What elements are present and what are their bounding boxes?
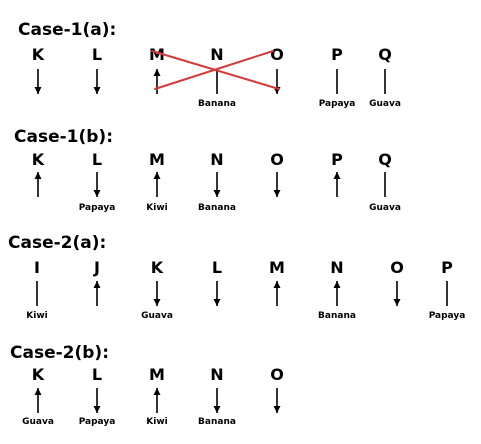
person-m: M Kiwi (146, 365, 167, 427)
case-title: Case-2(a): (8, 233, 106, 253)
cross-out-stroke (154, 50, 274, 90)
down-arrow-icon (93, 190, 101, 197)
fruit-label: Papaya (79, 203, 116, 213)
case-group: Case-1(a): K L M N Banana O P Papaya Q Guava (18, 20, 401, 109)
up-arrow-icon (93, 281, 101, 288)
down-arrow-icon (213, 190, 221, 197)
up-arrow-icon (34, 172, 42, 179)
person-n: N Banana (198, 45, 236, 109)
down-arrow-icon (93, 406, 101, 413)
person-letter: N (210, 150, 223, 169)
person-l: L (92, 45, 102, 94)
person-letter: K (32, 150, 45, 169)
person-letter: M (149, 45, 165, 64)
person-m: M (269, 258, 285, 306)
person-o: O (270, 150, 284, 197)
fruit-label: Banana (318, 311, 356, 321)
person-letter: I (34, 258, 40, 277)
person-letter: O (270, 150, 284, 169)
person-n: N Banana (198, 365, 236, 427)
up-arrow-icon (273, 281, 281, 288)
case-title: Case-2(b): (10, 343, 109, 363)
down-arrow-icon (393, 299, 401, 306)
person-l: L Papaya (79, 150, 116, 213)
person-l: L Papaya (79, 365, 116, 427)
fruit-label: Kiwi (26, 311, 47, 321)
person-k: K (32, 45, 45, 94)
down-arrow-icon (34, 87, 42, 94)
person-q: Q Guava (369, 150, 401, 213)
person-o: O (270, 365, 284, 413)
person-letter: J (93, 258, 100, 277)
person-k: K (32, 150, 45, 197)
person-letter: M (269, 258, 285, 277)
person-letter: N (210, 45, 223, 64)
up-arrow-icon (153, 388, 161, 395)
person-m: M (149, 45, 165, 94)
case-group: Case-2(b): K Guava L Papaya M Kiwi N Banana O (10, 343, 284, 427)
person-p: P Papaya (429, 258, 466, 321)
person-letter: L (92, 365, 102, 384)
up-arrow-icon (153, 69, 161, 76)
person-o: O (390, 258, 404, 306)
person-p: P Papaya (319, 45, 356, 109)
down-arrow-icon (153, 299, 161, 306)
fruit-label: Banana (198, 99, 236, 109)
person-letter: L (92, 45, 102, 64)
person-letter: O (270, 45, 284, 64)
fruit-label: Guava (369, 99, 401, 109)
person-letter: K (151, 258, 164, 277)
down-arrow-icon (213, 406, 221, 413)
fruit-label: Banana (198, 203, 236, 213)
person-letter: L (92, 150, 102, 169)
person-letter: N (210, 365, 223, 384)
person-letter: P (331, 45, 343, 64)
up-arrow-icon (333, 281, 341, 288)
person-letter: M (149, 150, 165, 169)
person-letter: K (32, 365, 45, 384)
case-title: Case-1(a): (18, 20, 116, 40)
person-l: L (212, 258, 222, 306)
person-k: K Guava (141, 258, 173, 321)
fruit-label: Banana (198, 417, 236, 427)
person-letter: M (149, 365, 165, 384)
person-m: M Kiwi (146, 150, 167, 213)
fruit-label: Guava (141, 311, 173, 321)
person-letter: O (270, 365, 284, 384)
person-letter: K (32, 45, 45, 64)
fruit-label: Guava (369, 203, 401, 213)
person-letter: O (390, 258, 404, 277)
down-arrow-icon (273, 406, 281, 413)
person-n: N Banana (318, 258, 356, 321)
person-letter: Q (378, 150, 392, 169)
person-i: I Kiwi (26, 258, 47, 321)
case-group: Case-1(b): K L Papaya M Kiwi N Banana O P Q Guava (14, 127, 401, 213)
person-n: N Banana (198, 150, 236, 213)
person-k: K Guava (22, 365, 54, 427)
fruit-label: Papaya (319, 99, 356, 109)
case-group: Case-2(a): I Kiwi J K Guava L M N Banana O P Papaya (8, 233, 465, 321)
fruit-label: Guava (22, 417, 54, 427)
person-letter: L (212, 258, 222, 277)
person-j: J (93, 258, 101, 306)
person-letter: Q (378, 45, 392, 64)
person-letter: N (330, 258, 343, 277)
fruit-label: Kiwi (146, 417, 167, 427)
person-q: Q Guava (369, 45, 401, 109)
up-arrow-icon (153, 172, 161, 179)
down-arrow-icon (93, 87, 101, 94)
person-letter: P (441, 258, 453, 277)
down-arrow-icon (273, 190, 281, 197)
fruit-label: Papaya (429, 311, 466, 321)
down-arrow-icon (213, 299, 221, 306)
fruit-label: Kiwi (146, 203, 167, 213)
up-arrow-icon (34, 388, 42, 395)
person-p: P (331, 150, 343, 197)
person-letter: P (331, 150, 343, 169)
up-arrow-icon (333, 172, 341, 179)
fruit-label: Papaya (79, 417, 116, 427)
case-title: Case-1(b): (14, 127, 113, 147)
